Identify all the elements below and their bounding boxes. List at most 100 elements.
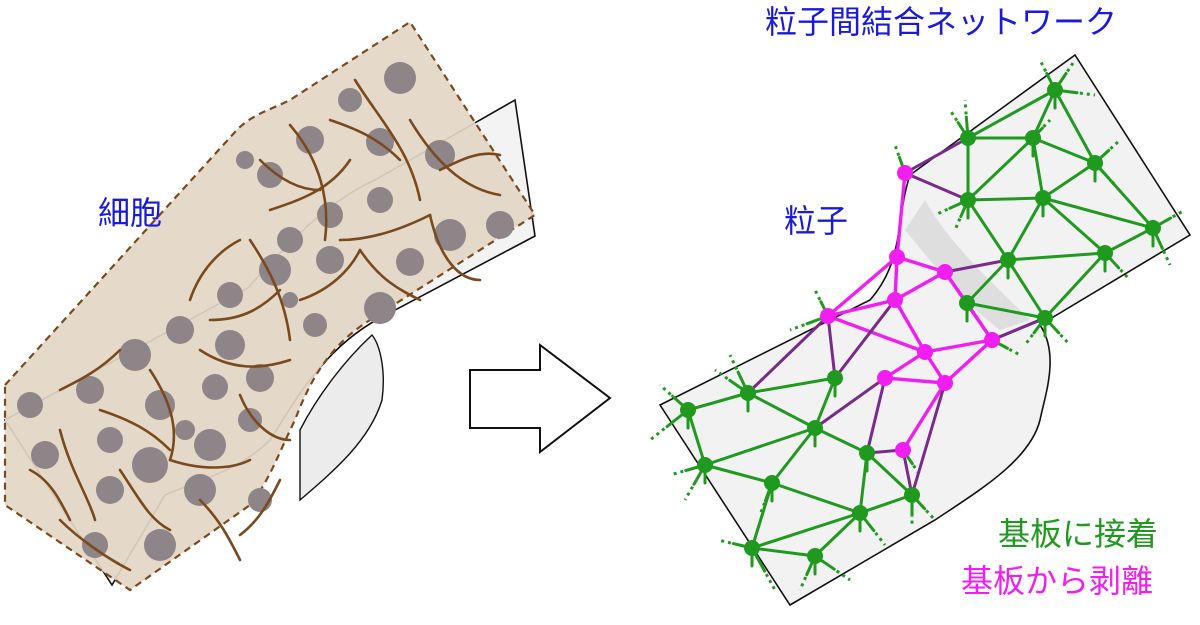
bond-stub-dotted [1059, 333, 1072, 347]
nucleus [145, 390, 175, 420]
bond-stub-dotted [1023, 333, 1034, 346]
nucleus [338, 88, 362, 112]
bond-stub-dotted [1162, 250, 1172, 266]
nucleus [184, 474, 216, 506]
nucleus [384, 62, 416, 94]
bond [895, 171, 907, 259]
membrane [408, 118, 502, 197]
nucleus [132, 447, 168, 483]
membrane [438, 152, 502, 172]
membrane [188, 238, 242, 302]
bond [813, 376, 887, 430]
bond-stub-dotted [934, 207, 949, 217]
bond [966, 198, 1010, 262]
bond-stub-dotted [1109, 138, 1122, 150]
particle-detached [917, 344, 933, 360]
membrane [428, 213, 482, 282]
nucleus [236, 151, 254, 169]
bond [865, 376, 887, 455]
particle-adhered [960, 192, 976, 208]
nucleus [82, 532, 108, 558]
nucleus [277, 227, 303, 253]
bond [826, 314, 927, 354]
particle-adhered [827, 370, 843, 386]
particle-adhered [1037, 310, 1053, 326]
bond [1053, 88, 1097, 165]
bond-stub-dotted [963, 99, 968, 115]
bond-stub-dotted [798, 576, 808, 591]
particle-adhered [852, 505, 868, 521]
nucleus [202, 374, 228, 400]
particle-adhered [744, 540, 760, 556]
bond-stub-dotted [953, 218, 962, 231]
membrane [238, 393, 292, 442]
bond-stub-dotted [789, 323, 805, 332]
membrane [338, 213, 432, 242]
particle-adhered [1047, 82, 1063, 98]
particle-adhered [859, 445, 875, 461]
legend-adhered: 基板に接着 [998, 515, 1159, 553]
particle-adhered [960, 130, 976, 146]
membrane [118, 468, 172, 532]
bond-stub-dotted [1079, 91, 1096, 97]
bond [826, 298, 897, 318]
bond [703, 426, 817, 467]
bond-stub-dotted [717, 538, 732, 545]
bond-stub-dotted [659, 383, 672, 396]
bond [1041, 196, 1155, 230]
bond [833, 298, 897, 380]
bond [813, 376, 837, 430]
bond-stub-dotted [1066, 59, 1077, 73]
particle-adhered [1000, 252, 1016, 268]
bond [943, 258, 1010, 274]
membrane [58, 348, 122, 392]
membrane [168, 458, 252, 469]
nucleus [396, 248, 424, 276]
nucleus [316, 246, 344, 274]
nucleus [144, 529, 176, 561]
bond-stub-dotted [813, 289, 822, 301]
bond [813, 511, 862, 558]
label-cells: 細胞 [98, 194, 163, 232]
membrane [353, 78, 422, 202]
particle-detached [820, 308, 836, 324]
particle-adhered [697, 457, 713, 473]
bond-stub-dotted [1042, 118, 1052, 128]
bond-stub-dotted [764, 573, 777, 591]
particle-adhered [1097, 245, 1113, 261]
bond [813, 426, 869, 455]
bond-stub-dotted [925, 509, 937, 522]
bond [770, 426, 817, 485]
membrane [198, 498, 242, 562]
bond [858, 493, 914, 515]
particle-detached [937, 375, 953, 391]
particle-adhered [740, 385, 756, 401]
bond-stub-dotted [683, 485, 694, 501]
legend-detached: 基板から剥離 [961, 562, 1154, 600]
bond-stub-dotted [649, 427, 666, 442]
label-network: 粒子間結合ネットワーク [765, 3, 1118, 41]
bond-stub-dotted [1172, 208, 1186, 219]
bond [895, 255, 947, 274]
bond [1006, 258, 1047, 320]
bond [966, 136, 1035, 202]
particle-adhered [1145, 220, 1161, 236]
network-particles [680, 82, 1161, 576]
bond [686, 391, 750, 412]
bond [910, 381, 947, 497]
cell-sheet-body [3, 20, 537, 592]
membrane [358, 248, 422, 302]
nucleus [217, 282, 243, 308]
bond [686, 408, 707, 467]
nucleus [215, 330, 245, 360]
bond [750, 511, 862, 550]
nucleus [246, 364, 274, 392]
nucleus [257, 162, 283, 188]
membrane [328, 118, 402, 162]
cell-nuclei [17, 62, 514, 561]
bond-stub-dotted [1038, 59, 1048, 73]
bond [965, 301, 1047, 320]
bond [746, 314, 830, 395]
bond [826, 314, 837, 380]
nucleus [486, 211, 514, 239]
